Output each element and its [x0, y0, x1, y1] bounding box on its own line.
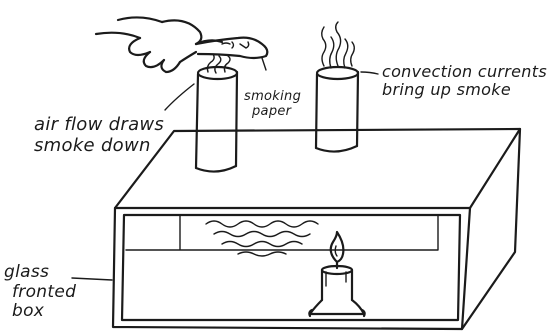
left-chimney [196, 67, 237, 172]
label-smoking-paper: smoking paper [244, 90, 301, 120]
sinking-smoke [207, 54, 230, 73]
air-flow-leader [165, 84, 194, 110]
right-chimney [316, 67, 358, 152]
hand-with-smoking-paper [96, 17, 267, 72]
rising-smoke [322, 22, 355, 68]
box-top [115, 129, 520, 208]
smoke-cloud [206, 221, 318, 256]
box [113, 129, 520, 329]
label-air-flow: air flow draws smoke down [34, 115, 164, 156]
label-glass-fronted-box: glass fronted box [4, 263, 76, 322]
box-side [462, 129, 520, 329]
glass-front [122, 215, 460, 320]
convection-leader [361, 72, 378, 74]
candle-flame [331, 232, 344, 262]
glass-leader [72, 278, 112, 280]
label-convection-currents: convection currents bring up smoke [382, 63, 547, 100]
candle [309, 232, 364, 316]
leader-lines [72, 72, 378, 280]
